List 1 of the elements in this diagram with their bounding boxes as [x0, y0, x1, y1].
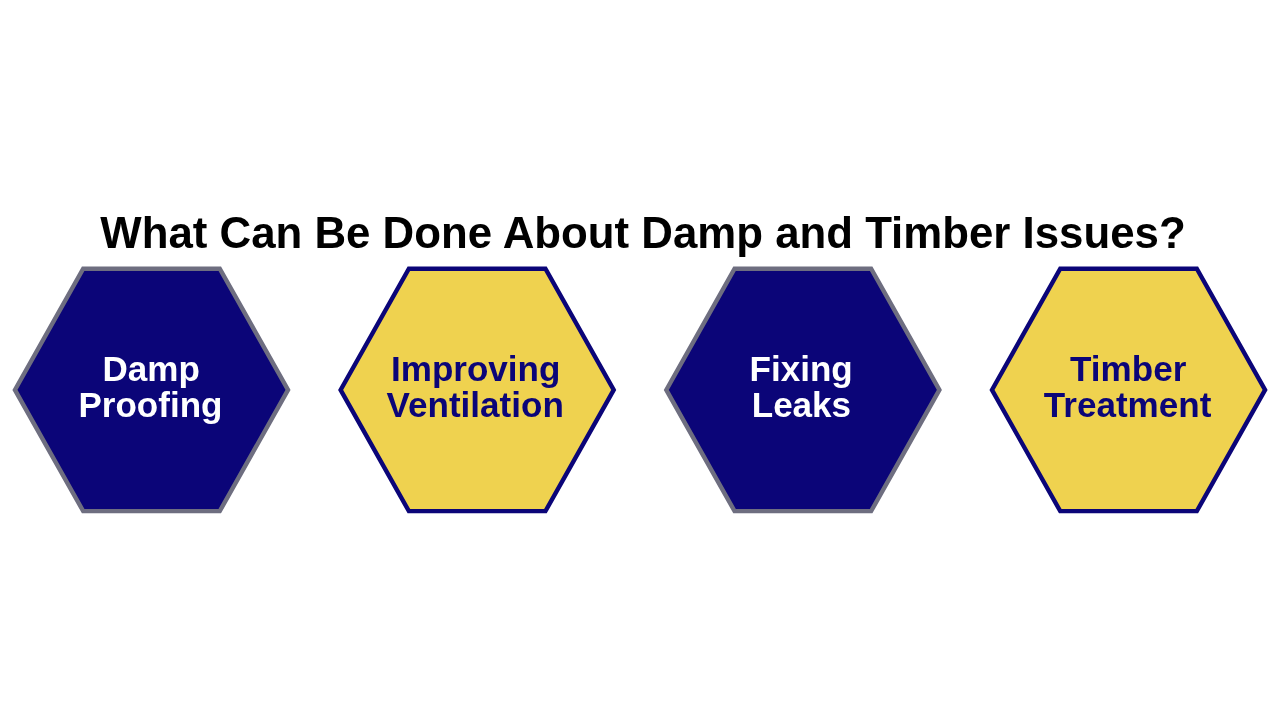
diagram-title: What Can Be Done About Damp and Timber Issues? [100, 208, 1186, 258]
